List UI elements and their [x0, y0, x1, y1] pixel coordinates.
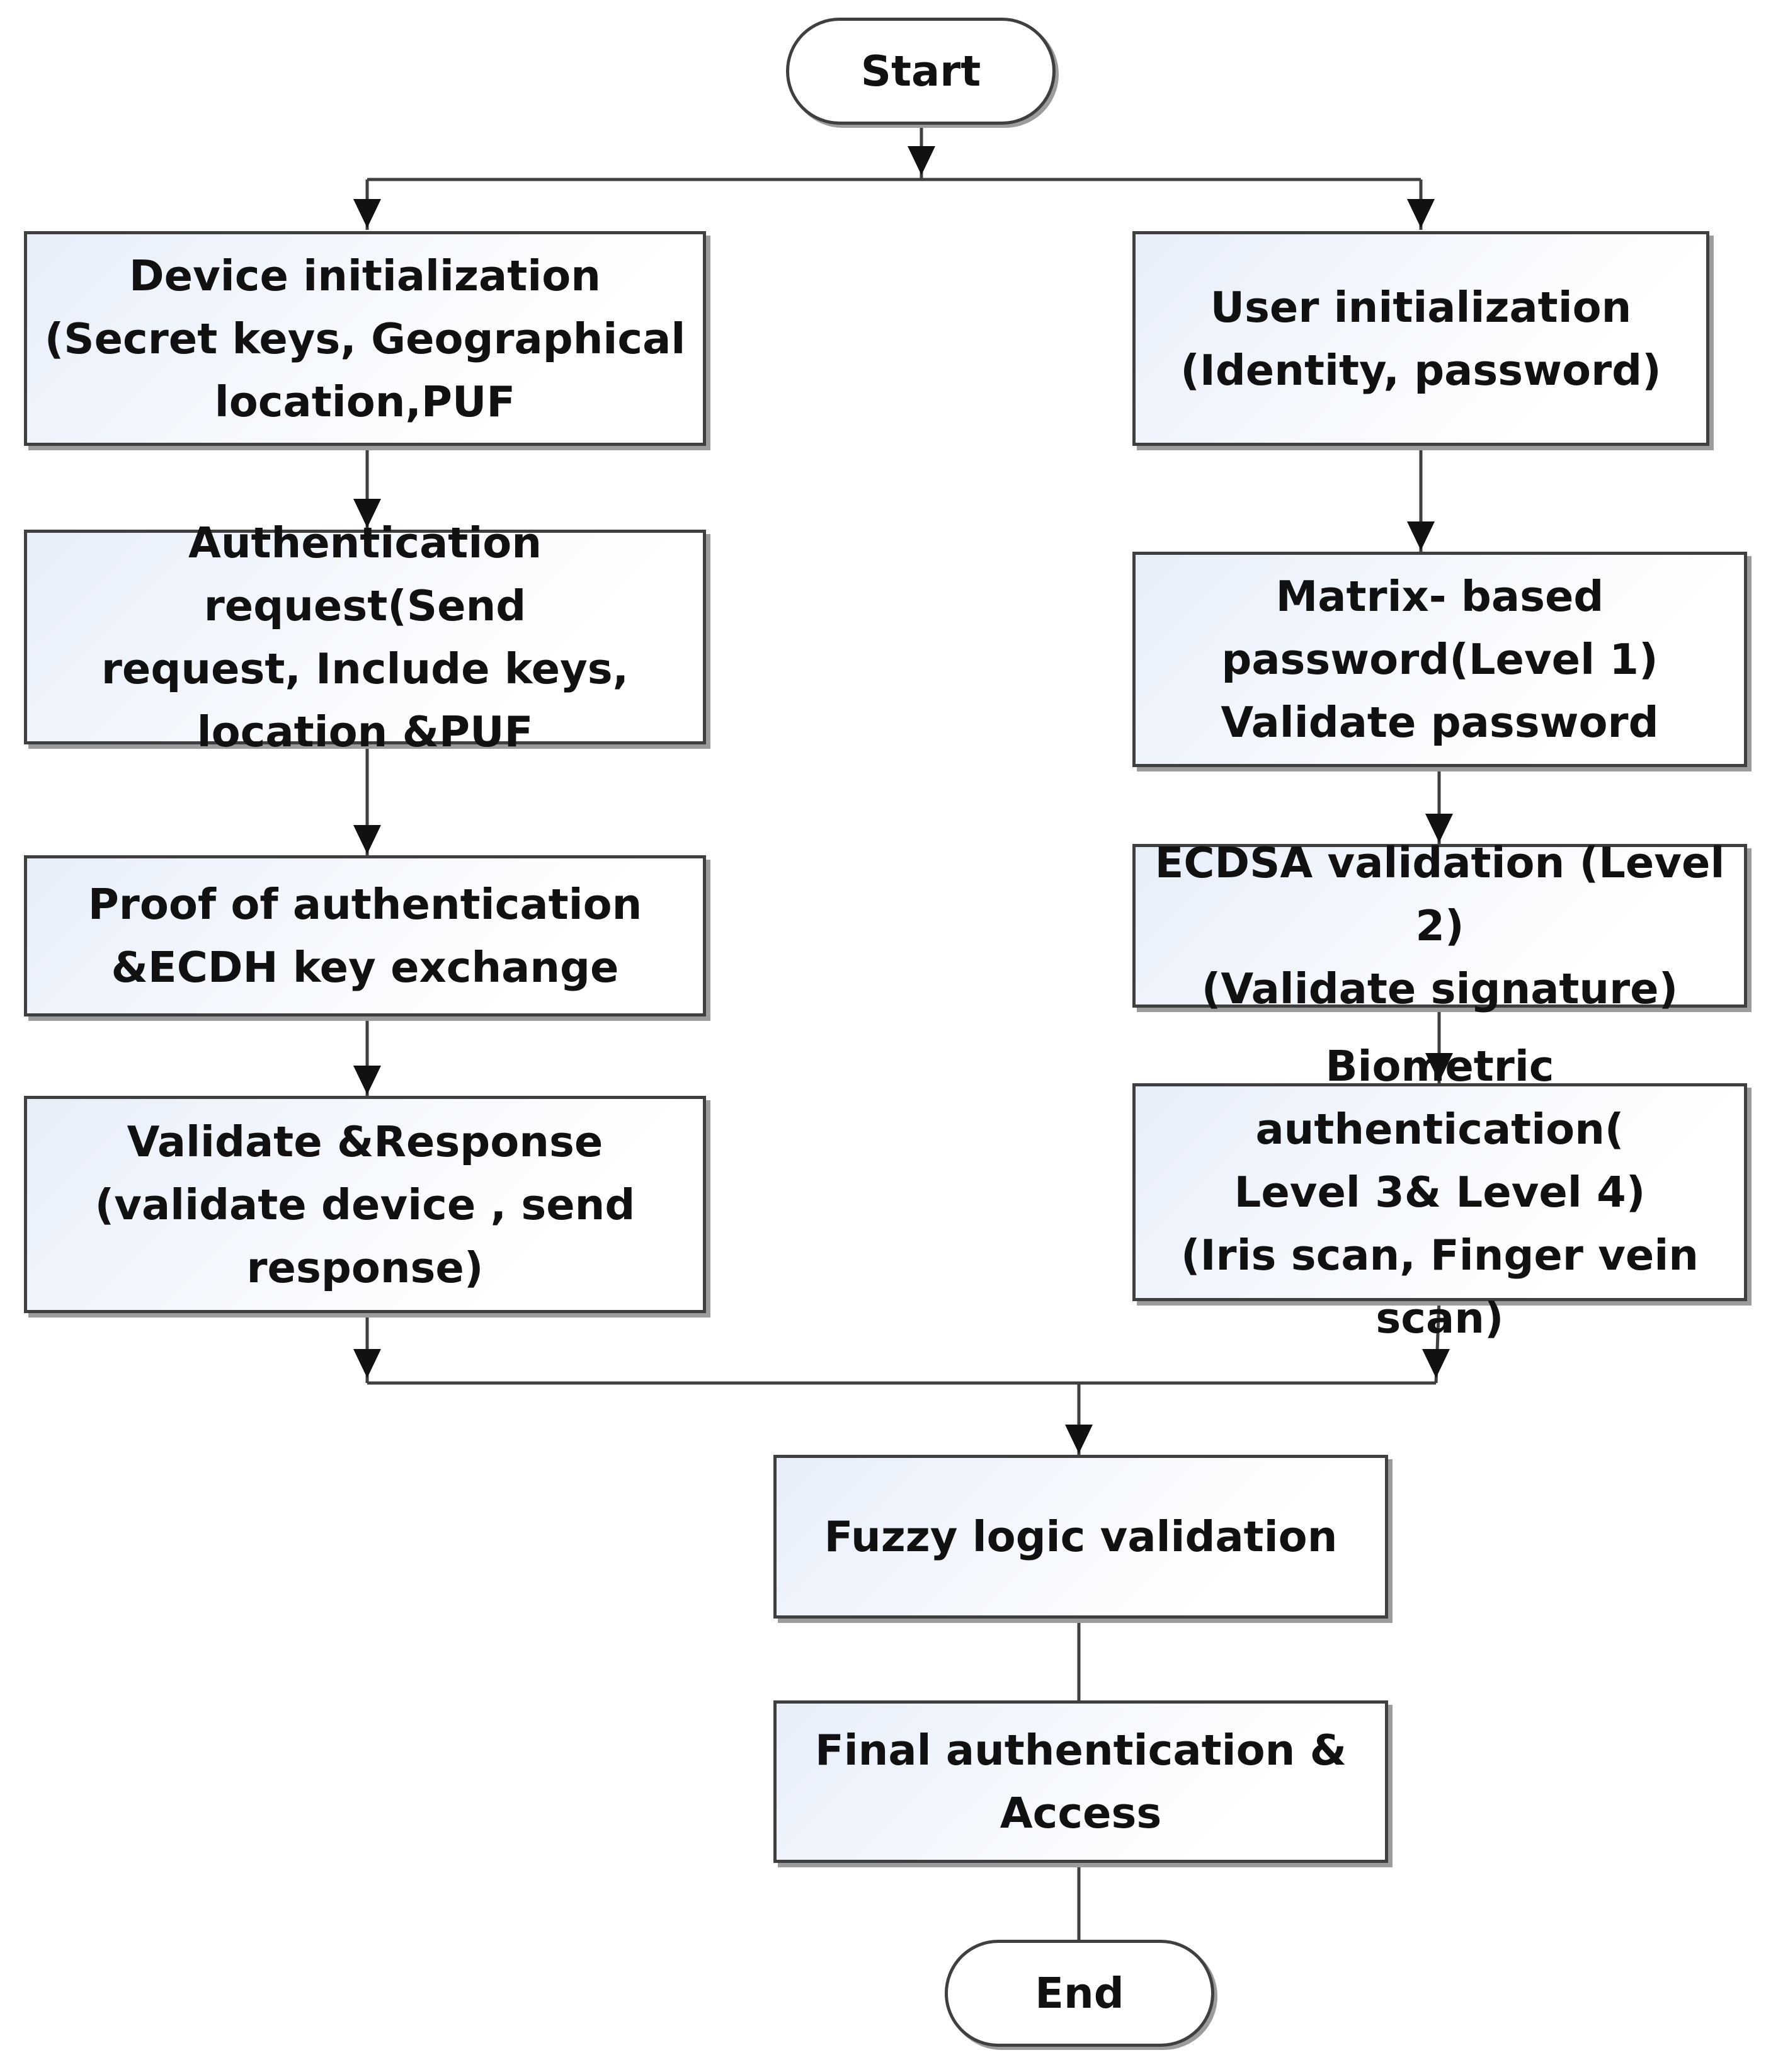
- matrix-password-box: Matrix- based password(Level 1) Validate…: [1132, 552, 1747, 767]
- arrowhead-to-bus-center: [908, 146, 935, 175]
- arrowhead-to-ecdsa: [1425, 814, 1453, 843]
- arrowhead-to-matrix: [1407, 521, 1435, 550]
- user-initialization-label: User initialization (Identity, password): [1180, 282, 1661, 395]
- arrowhead-biometric-to-bus: [1422, 1349, 1450, 1378]
- arrowhead-to-validate: [353, 1066, 381, 1095]
- arrowhead-validate-to-bus: [353, 1349, 381, 1378]
- final-authentication-box: Final authentication & Access: [773, 1700, 1388, 1863]
- validate-response-label: Validate &Response (validate device , se…: [94, 1117, 635, 1292]
- start-label: Start: [860, 47, 981, 96]
- validate-response-box: Validate &Response (validate device , se…: [24, 1096, 706, 1313]
- arrowhead-to-user-init: [1407, 199, 1435, 228]
- proof-of-authentication-label: Proof of authentication &ECDH key exchan…: [88, 880, 642, 992]
- device-initialization-label: Device initialization (Secret keys, Geog…: [44, 251, 686, 426]
- fuzzy-logic-validation-label: Fuzzy logic validation: [824, 1512, 1338, 1561]
- authentication-request-box: Authentication request(Send request, Inc…: [24, 518, 706, 756]
- final-authentication-label: Final authentication & Access: [814, 1726, 1347, 1838]
- arrowhead-to-proof: [353, 825, 381, 854]
- ecdsa-validation-label: ECDSA validation (Level 2) (Validate sig…: [1154, 838, 1725, 1013]
- device-initialization-box: Device initialization (Secret keys, Geog…: [24, 231, 706, 446]
- arrowhead-to-auth-request: [353, 499, 381, 528]
- arrowhead-to-device-init: [353, 199, 381, 228]
- biometric-authentication-box: Biometric authentication( Level 3& Level…: [1132, 1042, 1747, 1343]
- proof-of-authentication-box: Proof of authentication &ECDH key exchan…: [24, 855, 706, 1016]
- start-terminal: Start: [786, 18, 1056, 125]
- authentication-request-label: Authentication request(Send request, Inc…: [101, 518, 629, 756]
- user-initialization-box: User initialization (Identity, password): [1132, 231, 1709, 446]
- biometric-authentication-label: Biometric authentication( Level 3& Level…: [1180, 1042, 1699, 1343]
- arrowhead-to-fuzzy: [1065, 1425, 1093, 1454]
- matrix-password-label: Matrix- based password(Level 1) Validate…: [1221, 572, 1659, 747]
- arrowhead-to-biometric: [1425, 1053, 1453, 1082]
- ecdsa-validation-box: ECDSA validation (Level 2) (Validate sig…: [1132, 838, 1747, 1013]
- end-terminal: End: [945, 1940, 1214, 2047]
- fuzzy-logic-validation-box: Fuzzy logic validation: [773, 1455, 1388, 1619]
- end-label: End: [1035, 1969, 1124, 2018]
